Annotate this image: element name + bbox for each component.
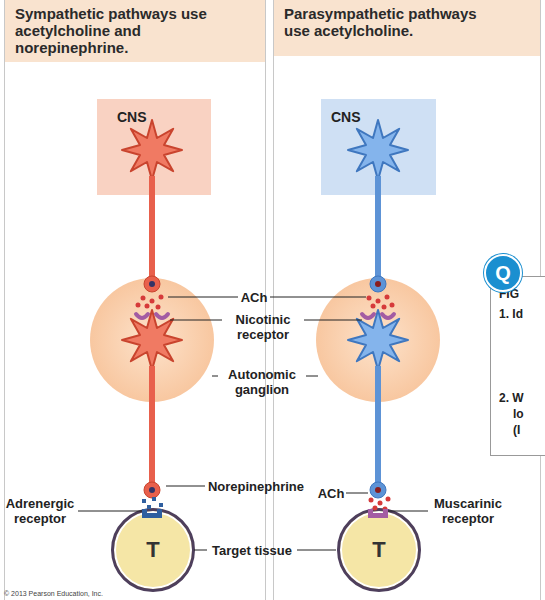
node-text: T: [146, 537, 159, 563]
node-text: Q: [495, 262, 511, 285]
ganglion-label: Autonomic ganglion: [218, 367, 306, 397]
vesicle: [149, 281, 155, 287]
target-label: Target tissue: [207, 543, 297, 558]
axon: [149, 176, 155, 280]
node-text: CNS: [331, 109, 361, 125]
axon: [149, 366, 155, 486]
node-text: 1. Id: [499, 307, 523, 321]
leader-lines: [78, 297, 428, 550]
adrenergic-receptor: [142, 509, 162, 518]
node-text: (I: [513, 423, 520, 437]
axon: [375, 366, 381, 486]
neuron-soma: [122, 120, 182, 180]
node-text: Parasympathetic pathways use acetylcholi…: [274, 0, 540, 56]
receptor-label: Muscarinic receptor: [428, 496, 508, 526]
neurotransmitter-label: ACh: [316, 486, 346, 501]
question-icon: Q: [484, 254, 522, 292]
copyright-note: © 2013 Pearson Education, Inc.: [4, 589, 224, 598]
axon: [375, 176, 381, 280]
receptor-label: Adrenergic receptor: [2, 496, 78, 526]
neuron-soma: [348, 120, 408, 180]
neuron-soma: [348, 310, 408, 370]
vesicle: [375, 281, 381, 287]
node-text: lo: [513, 407, 524, 421]
muscarinic-receptor: [368, 509, 388, 518]
axon-terminal: [370, 482, 386, 498]
figure-question-box: FIG1. Id2. Wlo(I: [490, 276, 545, 456]
node-text: 2. W: [499, 391, 524, 405]
neuron-soma: [122, 310, 182, 370]
norepinephrine-squares: [142, 497, 163, 509]
neurotransmitter-label: ACh: [238, 290, 270, 305]
axon-terminal: [144, 482, 160, 498]
vesicle: [149, 487, 155, 493]
node-text: T: [372, 537, 385, 563]
node-text: CNS: [117, 109, 147, 125]
vesicle: [375, 487, 381, 493]
receptor-label: Nicotinic receptor: [222, 312, 304, 342]
target-circle: T: [111, 508, 195, 592]
axon-terminal: [144, 276, 160, 292]
axon-terminal: [370, 276, 386, 292]
list-dashes: [512, 333, 517, 381]
neurotransmitter-label: Norepinephrine: [205, 479, 307, 494]
node-text: Sympathetic pathways use acetylcholine a…: [5, 0, 265, 62]
target-circle: T: [337, 508, 421, 592]
